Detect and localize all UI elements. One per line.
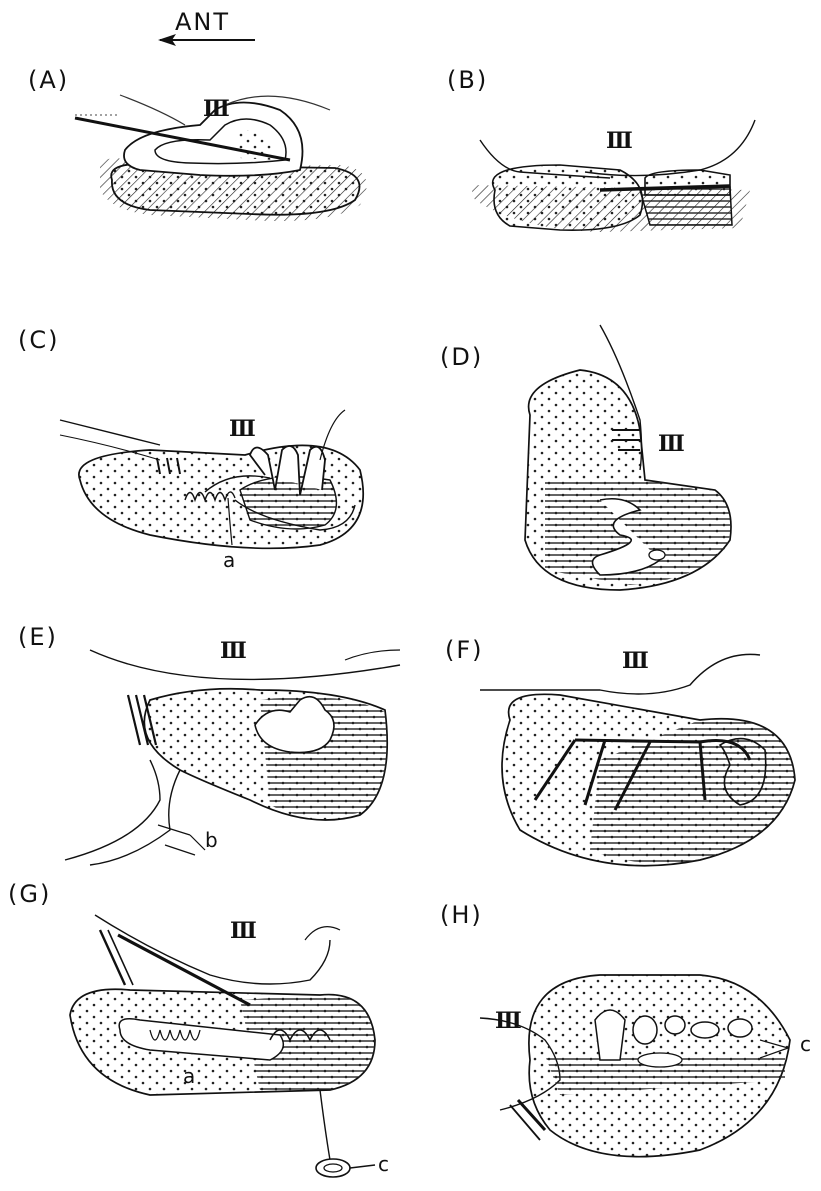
annotation-a-g: a xyxy=(183,1066,195,1086)
panel-e-diagram xyxy=(65,650,400,865)
ventricle-label-e: Ⅲ xyxy=(220,640,247,662)
ventricle-label-c: Ⅲ xyxy=(229,418,256,440)
ventricle-label-d: Ⅲ xyxy=(658,433,685,455)
panel-h-diagram xyxy=(480,975,790,1157)
panel-c-diagram xyxy=(60,410,363,548)
panel-label-b: (B) xyxy=(447,68,488,92)
ventricle-label-h: Ⅲ xyxy=(495,1010,522,1032)
panel-label-e: (E) xyxy=(18,625,58,649)
panel-label-c: (C) xyxy=(18,328,59,352)
ventricle-label-b: Ⅲ xyxy=(606,130,633,152)
panel-f-diagram xyxy=(480,654,795,865)
ventricle-label-f: Ⅲ xyxy=(622,650,649,672)
panel-label-g: (G) xyxy=(8,882,51,906)
anterior-label: ANT xyxy=(175,10,230,34)
panel-d-diagram xyxy=(525,325,731,590)
panel-label-f: (F) xyxy=(445,638,484,662)
ventricle-label-g: Ⅲ xyxy=(230,920,257,942)
annotation-c-h: c xyxy=(800,1034,811,1054)
panel-label-a: (A) xyxy=(28,68,69,92)
panel-label-h: (H) xyxy=(440,903,483,927)
panel-label-d: (D) xyxy=(440,345,483,369)
panel-g-diagram xyxy=(70,915,375,1177)
annotation-c-g: c xyxy=(378,1154,389,1174)
annotation-a-c: a xyxy=(223,550,235,570)
annotation-b-e: b xyxy=(205,830,218,850)
ventricle-label-a: Ⅲ xyxy=(203,98,230,120)
